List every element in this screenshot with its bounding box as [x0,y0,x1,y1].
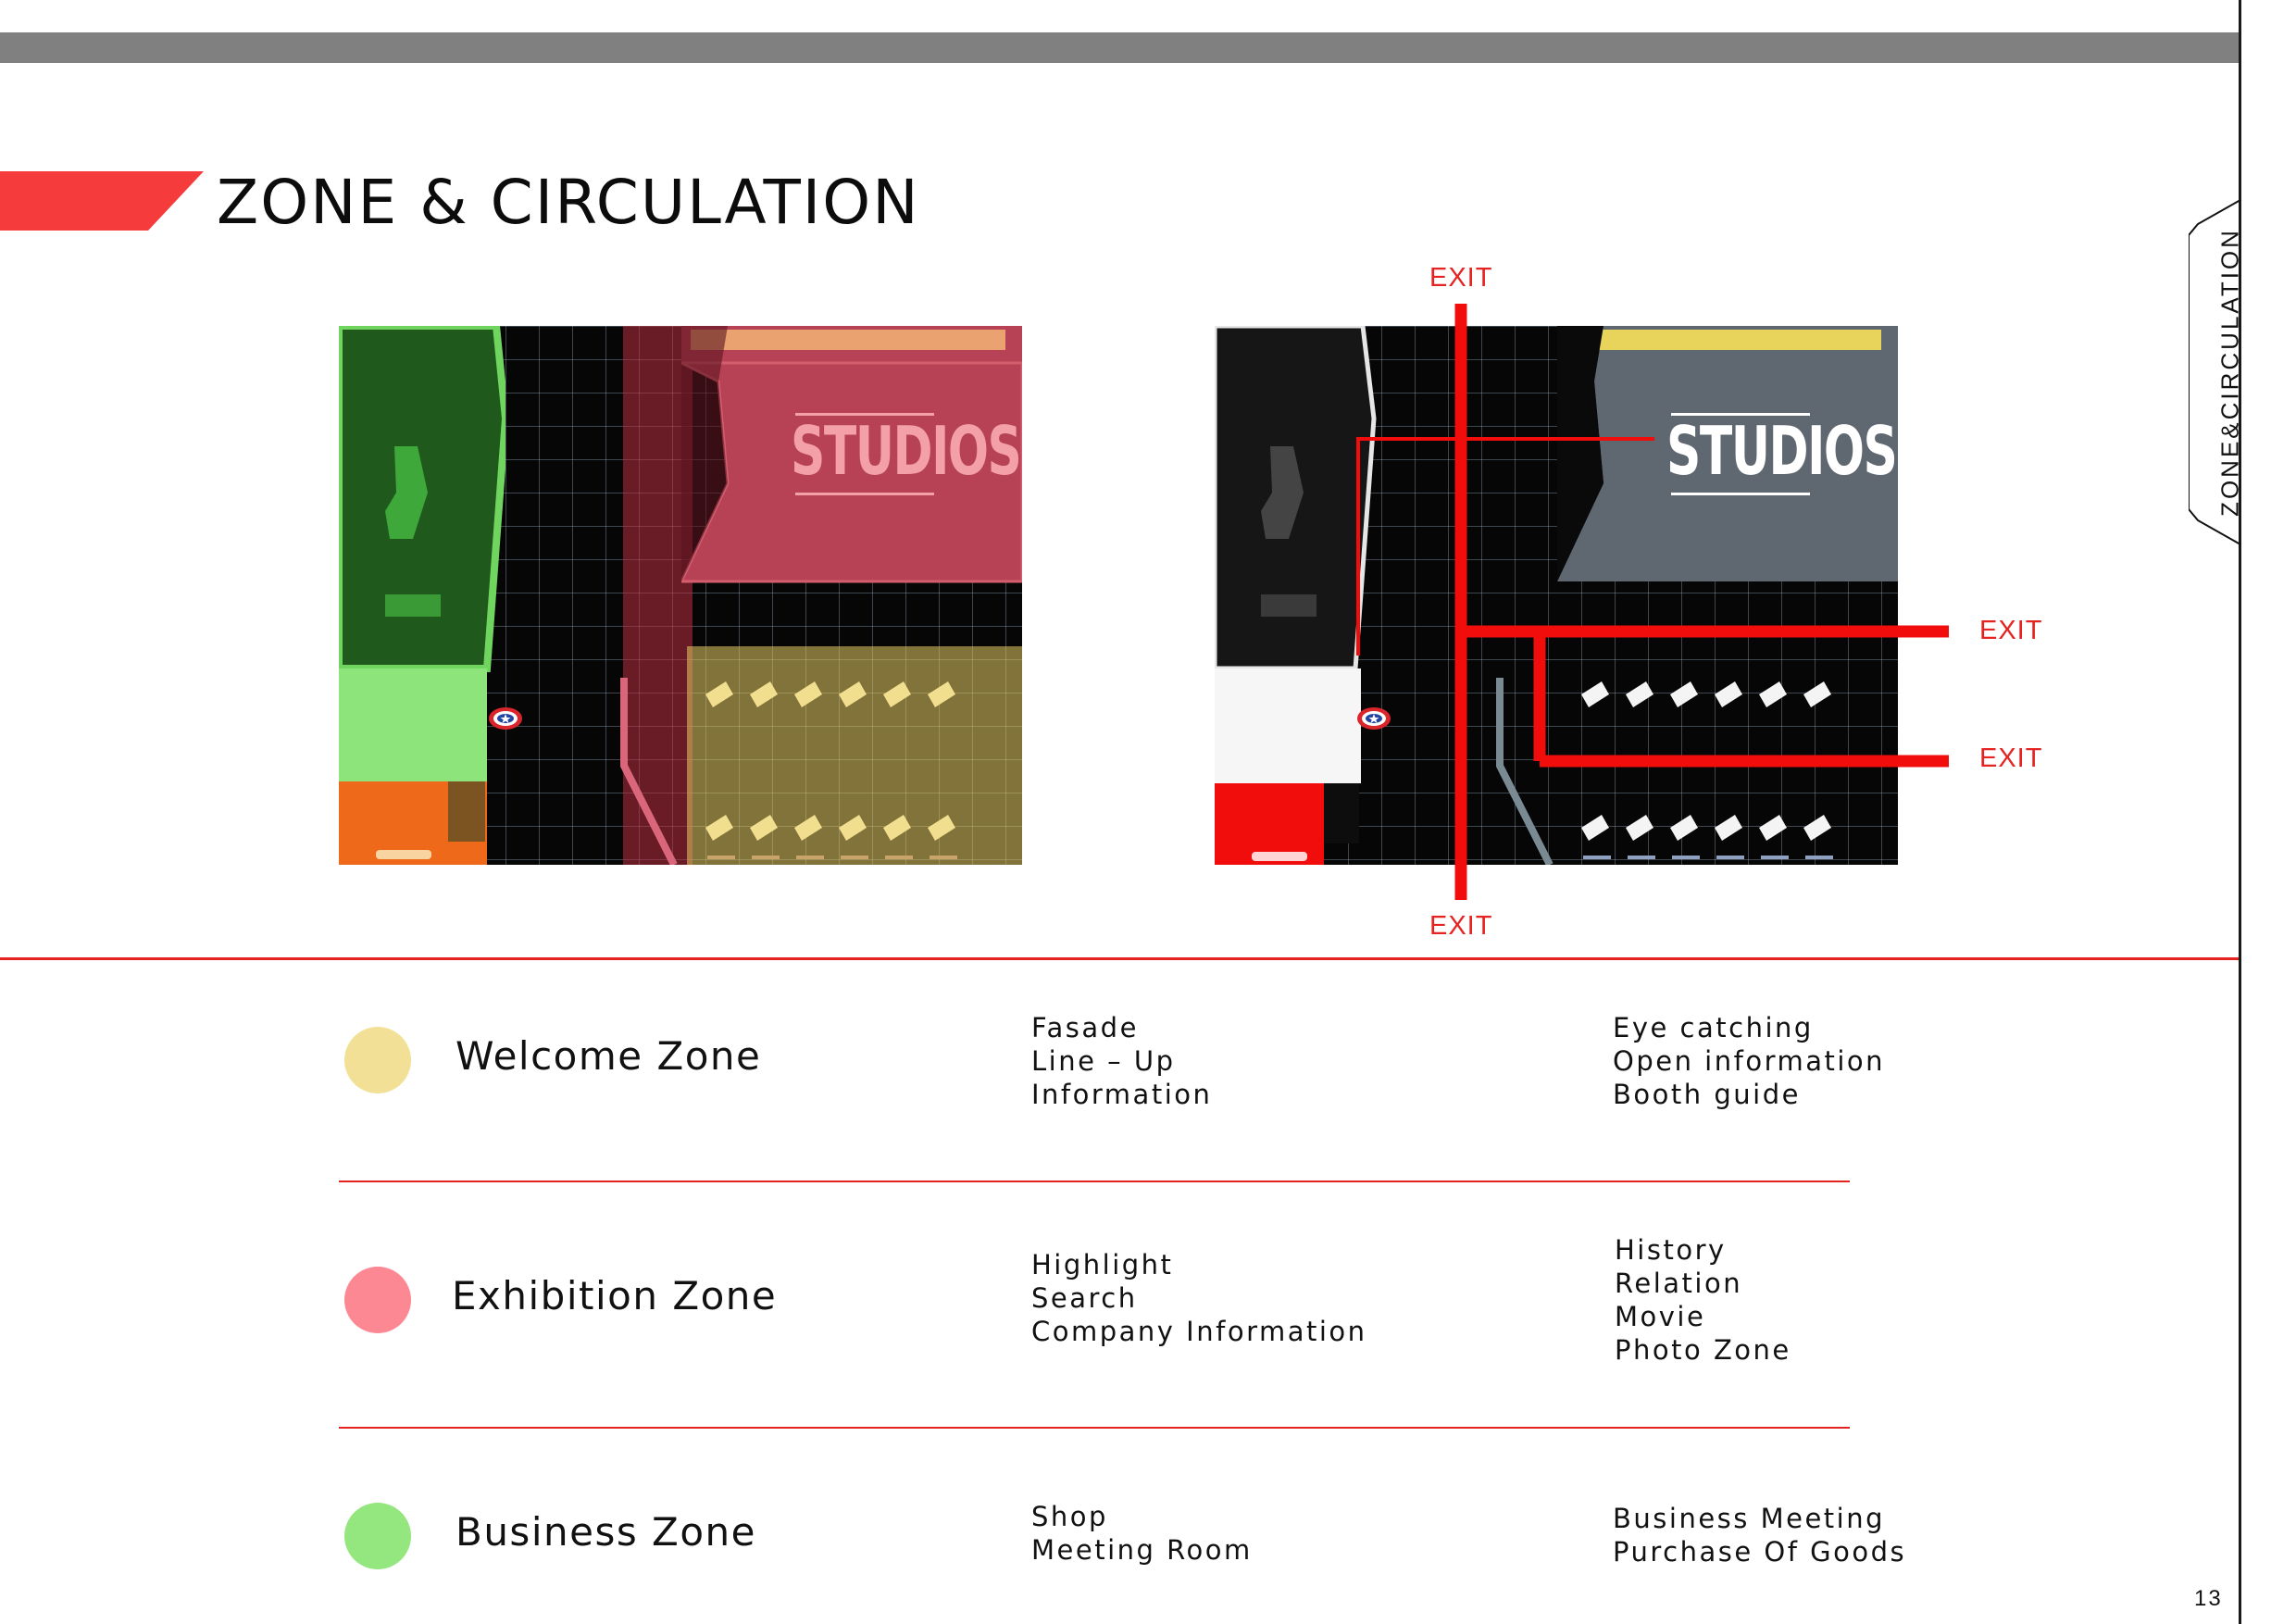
exit-label-right-upper: EXIT [1979,616,2043,645]
studios-sign: STUDIOS [1666,412,1898,490]
business-zone-purposes: Business Meeting Purchase Of Goods [1613,1502,1906,1568]
row-divider [339,1427,1850,1429]
studios-sign: STUDIOS [791,412,1022,490]
welcome-zone-color-dot [344,1027,411,1093]
section-divider [0,957,2239,960]
top-header-bar [0,32,2239,63]
row-divider [339,1181,1850,1182]
list-item: Relation [1615,1268,1743,1299]
list-item: Movie [1615,1301,1706,1332]
zone-floor-plan: STUDIOS [339,326,1022,865]
list-item: Eye catching [1613,1012,1814,1043]
right-margin-rule [2239,0,2241,1624]
exit-label-bottom: EXIT [1429,911,1493,941]
exit-label-right-lower: EXIT [1979,743,2043,773]
list-item: Line – Up [1031,1045,1176,1077]
circulation-paths [1356,304,1949,900]
list-item: Company Information [1031,1316,1367,1347]
title-flag-icon [0,171,204,231]
list-item: Information [1031,1079,1213,1110]
list-item: Purchase Of Goods [1613,1536,1907,1568]
list-item: Open information [1613,1045,1886,1077]
studios-sign-rule-bottom [1671,493,1810,495]
studios-sign-rule-top [795,413,934,416]
exhibition-zone-purposes: History Relation Movie Photo Zone [1615,1233,1791,1367]
counter-block [448,781,485,842]
exhibition-corridor [623,326,693,865]
list-item: Shop [1031,1501,1108,1532]
display-tiles-top-row [705,681,955,707]
exit-label-top: EXIT [1429,263,1493,293]
corridor-ramp [620,678,678,865]
captain-shield-icon [1357,707,1391,730]
welcome-zone-components: Fasade Line – Up Information [1031,1011,1212,1111]
page-number: 13 [2194,1586,2223,1611]
exhibition-stage-area [681,326,1022,583]
booth-left-block [1215,326,1377,865]
studios-sign-rule-top [1671,413,1810,416]
list-item: Highlight [1031,1249,1174,1280]
business-zone-components: Shop Meeting Room [1031,1500,1253,1567]
corridor-ramp [1496,678,1554,865]
welcome-loop-path [1356,437,1654,656]
list-item: History [1615,1234,1727,1266]
captain-shield-icon [489,707,522,730]
welcome-zone-purposes: Eye catching Open information Booth guid… [1613,1011,1885,1111]
studios-sign-rule-bottom [795,493,934,495]
business-zone-area [339,326,505,787]
side-tab-label[interactable]: ZONE&CIRCULATION [2215,228,2244,517]
business-zone-name: Business Zone [455,1509,756,1555]
list-item: Fasade [1031,1012,1139,1043]
exhibition-zone-components: Highlight Search Company Information [1031,1248,1367,1348]
welcome-counter-area [339,781,487,865]
list-item: Photo Zone [1615,1334,1791,1366]
circulation-floor-plan: STUDIOS [1215,326,1898,865]
display-tiles-bottom-row [1581,815,1833,859]
display-tiles-top-row [1581,681,1831,707]
counter-sign [376,850,431,859]
studios-stage [1557,326,1898,581]
list-item: Business Meeting [1613,1503,1886,1534]
page-title: ZONE & CIRCULATION [217,167,920,238]
exhibition-zone-color-dot [344,1267,411,1333]
welcome-zone-name: Welcome Zone [455,1033,762,1079]
exhibition-zone-name: Exhibition Zone [452,1273,778,1318]
list-item: Booth guide [1613,1079,1801,1110]
business-zone-color-dot [344,1503,411,1569]
list-item: Search [1031,1282,1138,1314]
list-item: Meeting Room [1031,1534,1253,1566]
side-tab-outline [2189,199,2240,545]
display-tiles-bottom-row [705,815,957,859]
